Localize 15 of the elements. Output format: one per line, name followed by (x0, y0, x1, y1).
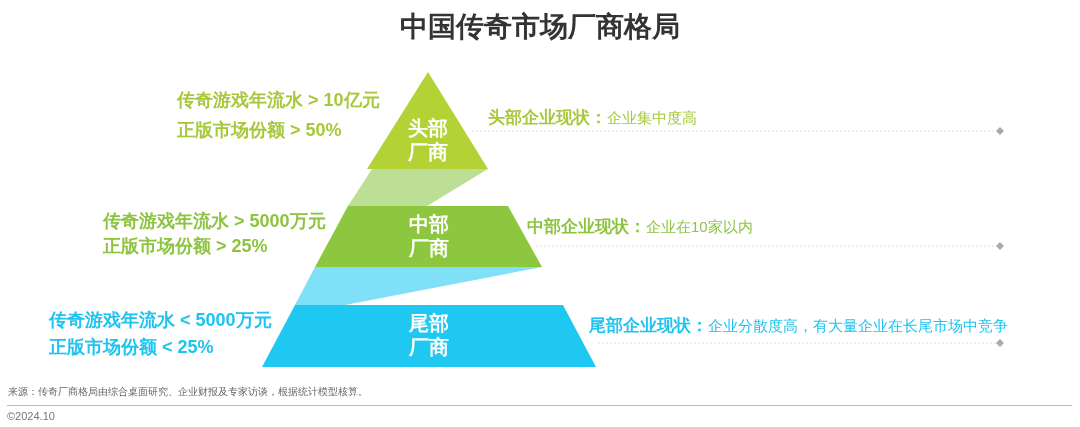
tier-label: 头部厂商 (406, 116, 449, 164)
metric-text: 传奇游戏年流水 > 5000万元 (103, 210, 326, 232)
metric-text: 传奇游戏年流水 > 10亿元 (177, 89, 380, 111)
chart-title: 中国传奇市场厂商格局 (400, 10, 680, 44)
metric-text: 正版市场份额 < 25% (49, 336, 214, 358)
copyright-text: ©2024.10 (7, 409, 55, 423)
metric-text: 传奇游戏年流水 < 5000万元 (49, 309, 272, 331)
status-text: 头部企业现状：企业集中度高 (488, 108, 697, 128)
tier-label: 中部厂商 (407, 212, 450, 260)
status-text: 中部企业现状：企业在10家以内 (527, 217, 753, 237)
metric-text: 正版市场份额 > 50% (177, 119, 342, 141)
status-text: 尾部企业现状：企业分散度高，有大量企业在长尾市场中竞争 (589, 316, 1008, 336)
tier-label: 尾部厂商 (408, 311, 450, 359)
metric-text: 正版市场份额 > 25% (103, 235, 268, 257)
source-note: 来源：传奇厂商格局由综合桌面研究、企业财报及专家访谈，根据统计模型核算。 (8, 385, 368, 399)
